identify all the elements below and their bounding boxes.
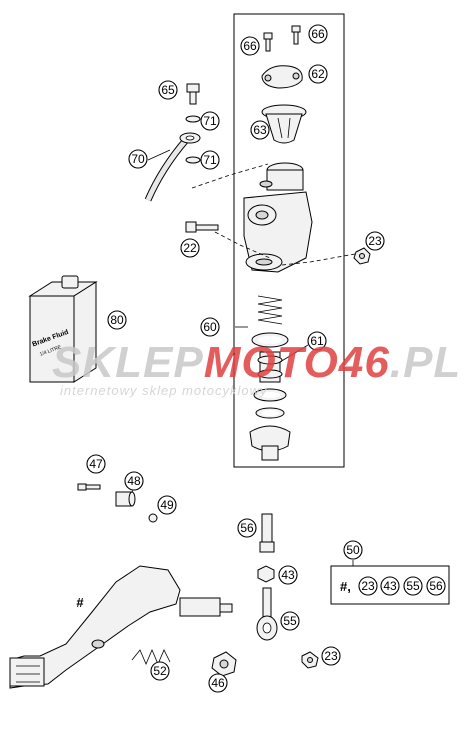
svg-text:52: 52	[153, 664, 167, 678]
callout-65: 65	[158, 80, 178, 100]
watermark-subtitle: internetowy sklep motocyklowy	[60, 383, 268, 398]
svg-text:23: 23	[324, 649, 338, 663]
svg-text:61: 61	[310, 334, 324, 348]
svg-text:66: 66	[243, 39, 257, 53]
watermark-part2: MOTO	[204, 338, 339, 387]
diaphragm-63	[261, 104, 307, 144]
svg-text:55: 55	[283, 614, 297, 628]
assembly-frame	[233, 13, 345, 468]
callout-80: 80	[107, 310, 127, 330]
callout-66-left: 66	[240, 36, 260, 56]
svg-text:48: 48	[127, 474, 141, 488]
watermark: SKLEPMOTO46.PL internetowy sklep motocyk…	[52, 338, 461, 398]
brake-hose-70	[144, 132, 201, 202]
svg-text:70: 70	[131, 152, 145, 166]
nut-23-top	[353, 247, 371, 265]
clevis-55	[256, 587, 278, 641]
svg-text:SKLEPMOTO46.PL: SKLEPMOTO46.PL	[52, 338, 461, 387]
svg-text:71: 71	[203, 153, 217, 167]
svg-text:49: 49	[160, 498, 174, 512]
leader-70	[147, 149, 171, 161]
callout-62: 62	[308, 64, 328, 84]
callout-47: 47	[86, 454, 106, 474]
assembly-line-bolt22	[214, 231, 271, 259]
callout-50: 50	[343, 540, 363, 560]
callout-49: 49	[157, 495, 177, 515]
kit-item-55: 55	[403, 576, 423, 596]
svg-text:47: 47	[89, 457, 103, 471]
watermark-part3: 46	[338, 338, 390, 387]
callout-48: 48	[124, 471, 144, 491]
svg-text:80: 80	[110, 313, 124, 327]
callout-46: 46	[208, 673, 228, 693]
svg-text:60: 60	[203, 320, 217, 334]
svg-text:50: 50	[346, 543, 360, 557]
callout-60: 60	[200, 317, 220, 337]
svg-text:65: 65	[161, 83, 175, 97]
svg-text:23: 23	[368, 234, 382, 248]
svg-text:43: 43	[383, 579, 397, 593]
svg-text:55: 55	[406, 579, 420, 593]
bolt-22	[185, 221, 219, 233]
svg-text:62: 62	[311, 67, 325, 81]
callout-23-top: 23	[365, 231, 385, 251]
svg-text:46: 46	[211, 676, 225, 690]
kit-item-23: 23	[358, 576, 378, 596]
nut-46	[211, 651, 237, 677]
callout-71-top: 71	[200, 111, 220, 131]
nut-49	[148, 513, 158, 523]
svg-text:23: 23	[361, 579, 375, 593]
callout-55: 55	[280, 611, 300, 631]
callout-56: 56	[237, 518, 257, 538]
rod-56	[259, 513, 275, 553]
pedal-label: #	[76, 595, 84, 610]
svg-text:63: 63	[253, 123, 267, 137]
spacer-48	[115, 491, 136, 507]
brake-pedal	[9, 565, 233, 689]
callout-43: 43	[278, 565, 298, 585]
screw-47	[77, 483, 101, 491]
kit-item-56: 56	[426, 576, 446, 596]
kit-hash: #,	[340, 579, 351, 594]
leader-61	[279, 344, 309, 363]
washer-71-top	[185, 115, 201, 123]
callout-61: 61	[307, 331, 327, 351]
callout-22: 22	[180, 238, 200, 258]
spring-52	[131, 648, 171, 666]
washer-71-bottom	[185, 156, 201, 164]
callout-63: 63	[250, 120, 270, 140]
callout-70: 70	[128, 149, 148, 169]
screw-66-right	[291, 25, 301, 45]
banjo-bolt-65	[186, 83, 200, 105]
assembly-line-nut23	[281, 253, 356, 266]
svg-text:71: 71	[203, 114, 217, 128]
svg-text:66: 66	[311, 27, 325, 41]
piston-kit-61	[249, 295, 291, 461]
nut-43	[257, 565, 275, 583]
brake-fluid-bottle: Brake Fluid 1/4 LITRE	[28, 275, 98, 383]
svg-text:22: 22	[183, 241, 197, 255]
callout-52: 52	[150, 661, 170, 681]
callout-71-bottom: 71	[200, 150, 220, 170]
callout-23-bottom: 23	[321, 646, 341, 666]
watermark-part4: .PL	[390, 338, 461, 387]
nut-23-bottom	[301, 651, 319, 669]
svg-text:56: 56	[429, 579, 443, 593]
kit-item-43: 43	[380, 576, 400, 596]
svg-text:56: 56	[240, 521, 254, 535]
screw-66-left	[263, 32, 273, 52]
master-cylinder-body	[243, 162, 313, 273]
reservoir-cap-62	[261, 65, 303, 89]
callout-66-right: 66	[308, 24, 328, 44]
svg-text:43: 43	[281, 568, 295, 582]
assembly-line-hose	[191, 163, 269, 189]
watermark-part1: SKLEP	[52, 338, 204, 387]
